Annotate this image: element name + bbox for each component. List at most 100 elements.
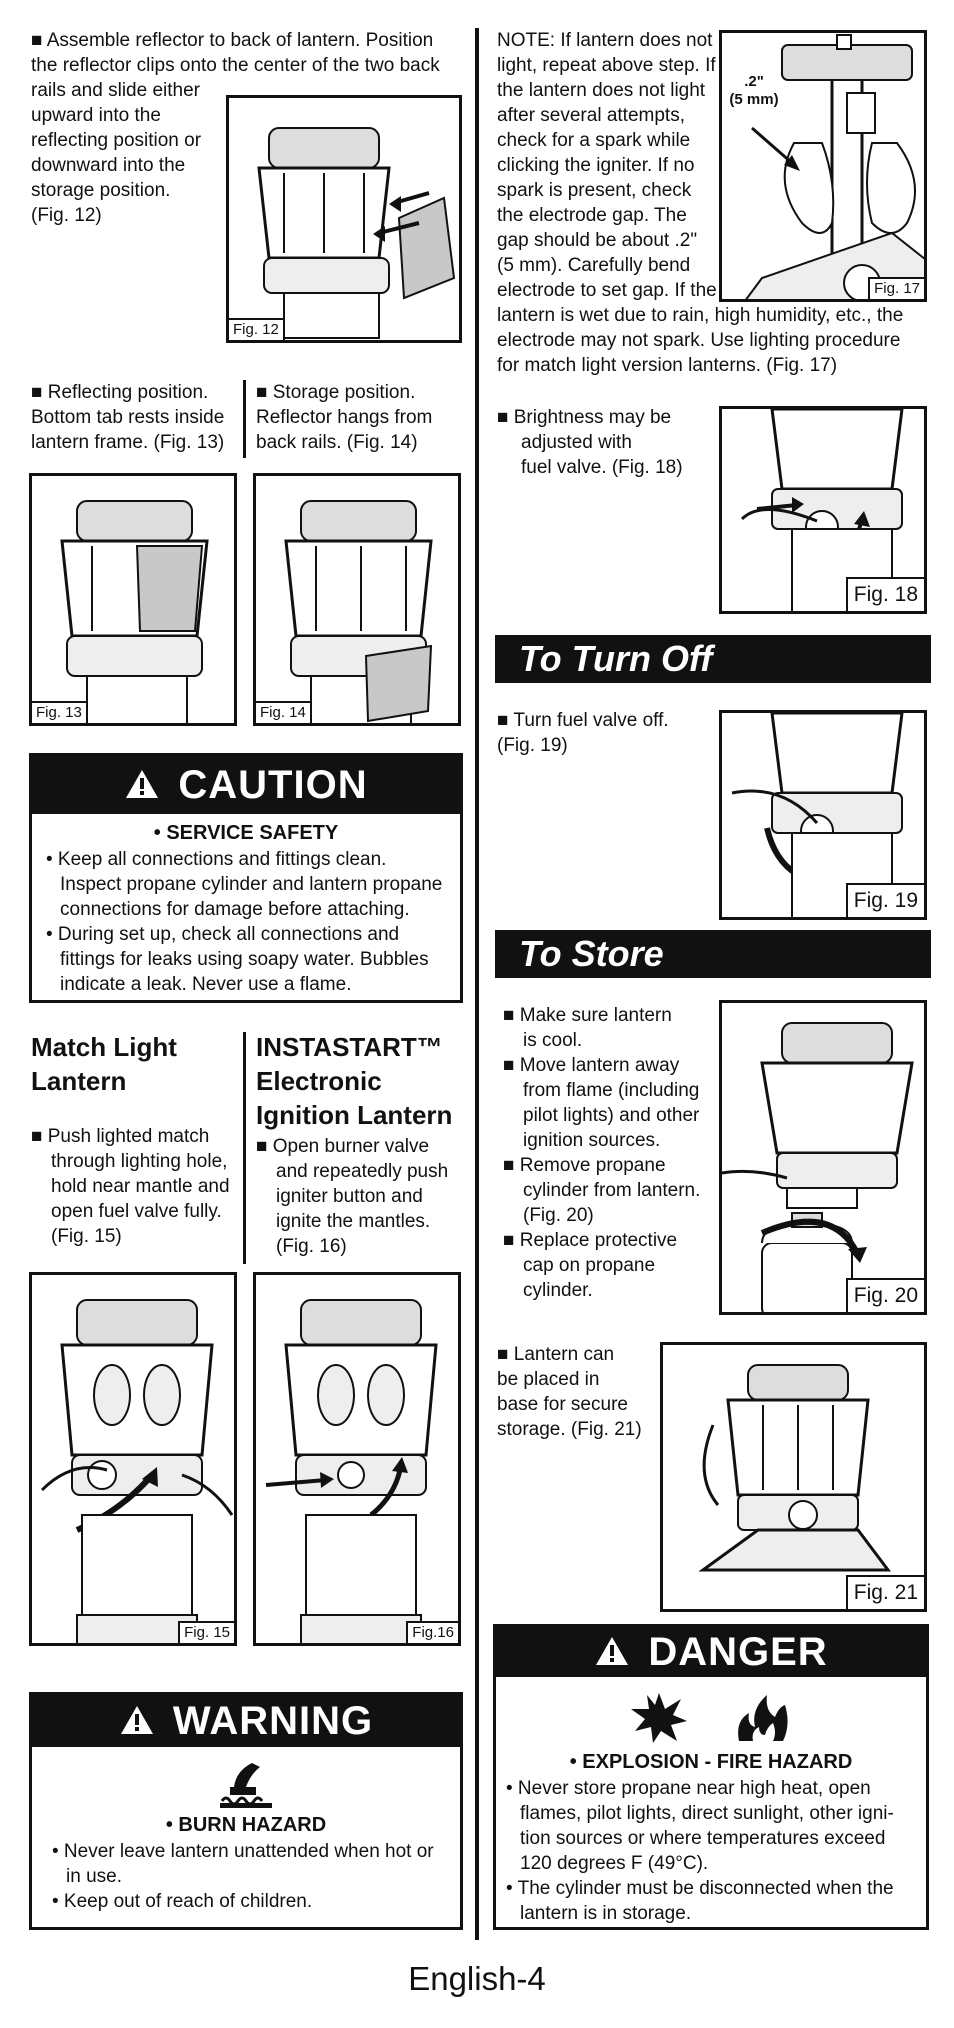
reflecting-position-text: ■ Reflecting position. Bottom tab rests … bbox=[31, 380, 241, 455]
lantern-storage-illustration bbox=[284, 500, 433, 723]
caution-item: • Keep all connections and fittings clea… bbox=[46, 849, 443, 920]
match-light-heading: Match Light Lantern bbox=[31, 1030, 231, 1098]
text-line: ■ Storage position. bbox=[256, 382, 416, 403]
text-line: Reflector hangs from bbox=[256, 407, 433, 428]
fig-21-label: Fig. 21 bbox=[845, 1575, 924, 1609]
heading-line: Match Light bbox=[31, 1032, 177, 1062]
figure-19: Fig. 19 bbox=[719, 710, 927, 920]
reflector-line: reflecting position or bbox=[31, 130, 202, 151]
reflector-instruction: ■ Assemble reflector to back of lantern.… bbox=[31, 28, 471, 228]
heading-line: Electronic bbox=[256, 1066, 382, 1096]
text-line: from flame (including bbox=[523, 1080, 700, 1101]
text-line: the lantern does not light bbox=[497, 80, 706, 101]
text-line: ■ Make sure lantern bbox=[503, 1005, 672, 1026]
text-line: ignite the mantles. bbox=[276, 1211, 431, 1232]
text-line: be placed in bbox=[497, 1369, 600, 1390]
text-line: (Fig. 15) bbox=[51, 1226, 122, 1247]
turn-off-heading: To Turn Off bbox=[495, 635, 931, 683]
reflector-line: rails and slide either bbox=[31, 80, 200, 101]
text-line: (5 mm). Carefully bend bbox=[497, 255, 691, 276]
danger-item: • The cylinder must be disconnected when… bbox=[506, 1878, 894, 1924]
text-line: check for a spark while bbox=[497, 130, 691, 151]
turn-valve-off-illustration bbox=[731, 713, 904, 917]
text-line: electrode to set gap. If the bbox=[497, 280, 717, 301]
figure-21: Fig. 21 bbox=[660, 1342, 927, 1612]
text-line: ■ Move lantern away bbox=[503, 1055, 680, 1076]
heading-line: Lantern bbox=[31, 1066, 127, 1096]
store-item: ■ Make sure lantern is cool. bbox=[503, 1003, 713, 1053]
text-line: ignition sources. bbox=[523, 1130, 661, 1151]
note-text: NOTE: If lantern does not light, repeat … bbox=[497, 28, 737, 303]
match-lighting-illustration bbox=[40, 1299, 234, 1643]
store-heading: To Store bbox=[495, 930, 931, 978]
figure-14: Fig. 14 bbox=[253, 473, 461, 726]
text-line: the electrode gap. The bbox=[497, 205, 687, 226]
reflector-line: the reflector clips onto the center of t… bbox=[31, 55, 440, 76]
text-line: ■ Brightness may be bbox=[497, 407, 672, 428]
warning-subtitle: • BURN HAZARD bbox=[165, 1814, 327, 1836]
small-divider bbox=[243, 380, 246, 458]
lantern-reflector-illustration bbox=[257, 127, 456, 339]
callout-line: .2" bbox=[744, 73, 764, 90]
text-line: base for secure bbox=[497, 1394, 628, 1415]
text-line: ■ Reflecting position. bbox=[31, 382, 209, 403]
text-line: storage. (Fig. 21) bbox=[497, 1419, 642, 1440]
text-line: Bottom tab rests inside bbox=[31, 407, 225, 428]
figure-20: Fig. 20 bbox=[719, 1000, 927, 1315]
text-line: NOTE: If lantern does not bbox=[497, 30, 713, 51]
reflector-line: downward into the bbox=[31, 155, 186, 176]
store-list: ■ Make sure lantern is cool. ■ Move lant… bbox=[503, 1003, 713, 1303]
text-line: (Fig. 16) bbox=[276, 1236, 347, 1257]
fig-14-label: Fig. 14 bbox=[256, 701, 312, 723]
fig-18-label: Fig. 18 bbox=[845, 577, 924, 611]
figure-12: Fig. 12 bbox=[226, 95, 462, 343]
text-line: ■ Remove propane bbox=[503, 1155, 666, 1176]
caution-title: CAUTION bbox=[178, 763, 368, 807]
text-line: cylinder. bbox=[523, 1280, 593, 1301]
store-item: ■ Remove propane cylinder from lantern. … bbox=[503, 1153, 713, 1228]
lantern-reflecting-illustration bbox=[60, 500, 209, 723]
burn-hazard-icon bbox=[32, 1757, 460, 1814]
text-line: back rails. (Fig. 14) bbox=[256, 432, 418, 453]
column-divider bbox=[475, 28, 479, 1940]
text-line: light, repeat above step. If bbox=[497, 55, 716, 76]
store-item: ■ Replace protective cap on propane cyli… bbox=[503, 1228, 713, 1303]
match-light-text: ■ Push lighted match through lighting ho… bbox=[31, 1124, 241, 1249]
hazard-icons bbox=[496, 1691, 926, 1747]
text-line: ■ Push lighted match bbox=[31, 1126, 210, 1147]
text-line: clicking the igniter. If no bbox=[497, 155, 695, 176]
text-line: spark is present, check bbox=[497, 180, 692, 201]
text-line: ■ Open burner valve bbox=[256, 1136, 430, 1157]
fig-19-label: Fig. 19 bbox=[845, 883, 924, 917]
text-line: hold near mantle and bbox=[51, 1176, 230, 1197]
warning-triangle-icon bbox=[124, 758, 160, 816]
storage-position-text: ■ Storage position. Reflector hangs from… bbox=[256, 380, 466, 455]
text-line: fuel valve. (Fig. 18) bbox=[521, 457, 683, 478]
danger-header: DANGER bbox=[496, 1627, 926, 1677]
danger-subtitle: • EXPLOSION - FIRE HAZARD bbox=[569, 1751, 853, 1773]
danger-item: • Never store propane near high heat, op… bbox=[506, 1778, 894, 1874]
text-line: ■ Replace protective bbox=[503, 1230, 678, 1251]
text-line: electrode may not spark. Use lighting pr… bbox=[497, 330, 901, 351]
text-line: igniter button and bbox=[276, 1186, 423, 1207]
fig-17-callout: .2" (5 mm) bbox=[724, 73, 784, 109]
text-line: and repeatedly push bbox=[276, 1161, 449, 1182]
warning-item: • Never leave lantern unattended when ho… bbox=[52, 1841, 434, 1887]
figure-13: Fig. 13 bbox=[29, 473, 237, 726]
heading-line: Ignition Lantern bbox=[256, 1100, 453, 1130]
brightness-text: ■ Brightness may be adjusted with fuel v… bbox=[497, 405, 707, 480]
remove-cylinder-illustration bbox=[722, 1022, 914, 1312]
reflector-line: storage position. bbox=[31, 180, 171, 201]
text-line: open fuel valve fully. bbox=[51, 1201, 222, 1222]
warning-title: WARNING bbox=[172, 1699, 374, 1743]
warning-item: • Keep out of reach of children. bbox=[52, 1891, 313, 1912]
text-line: for match light version lanterns. (Fig. … bbox=[497, 355, 838, 376]
reflector-line: upward into the bbox=[31, 105, 161, 126]
text-line: pilot lights) and other bbox=[523, 1105, 700, 1126]
warning-triangle-icon bbox=[594, 1629, 630, 1679]
text-line: ■ Turn fuel valve off. bbox=[497, 710, 669, 731]
warning-header: WARNING bbox=[32, 1695, 460, 1747]
lantern-in-base-illustration bbox=[698, 1364, 891, 1572]
fig-12-label: Fig. 12 bbox=[229, 318, 285, 340]
text-line: is cool. bbox=[523, 1030, 583, 1051]
